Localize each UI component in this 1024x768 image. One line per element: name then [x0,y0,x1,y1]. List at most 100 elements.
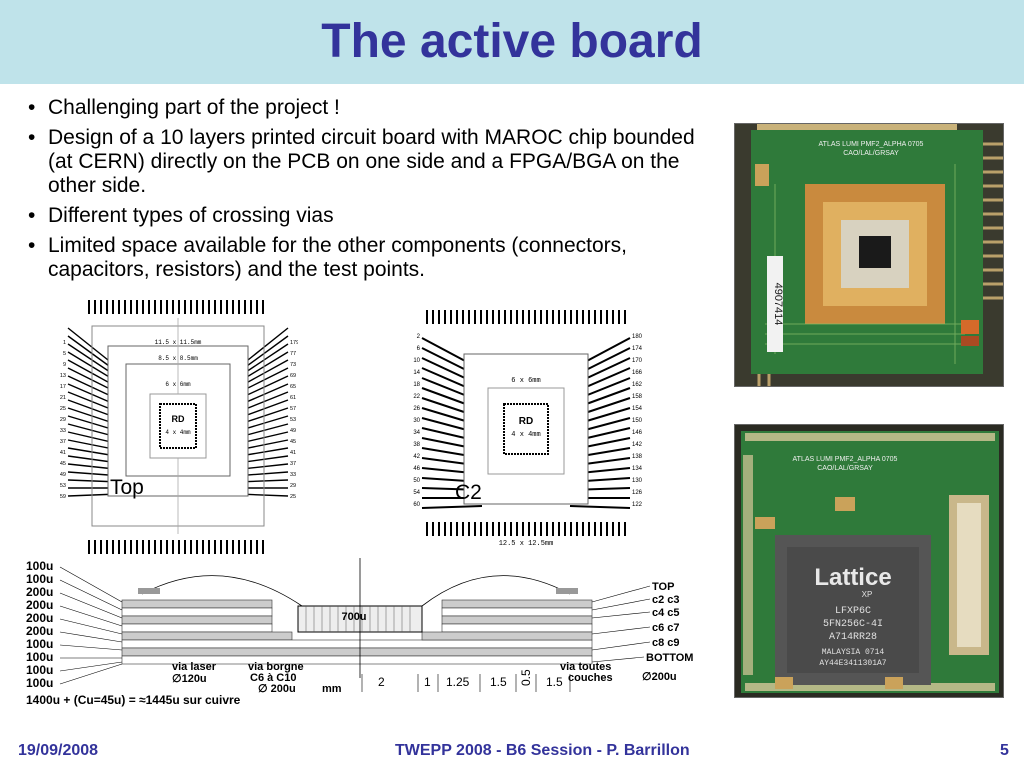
pin-number: 180 [632,334,643,340]
pin-number: 13 [60,373,66,379]
dimension-value: 1.25 [446,675,470,689]
pin-number: 21 [60,395,66,401]
pin-number: 18 [413,382,420,388]
dimension-value: 1 [424,675,431,689]
pin-number: 38 [413,442,420,448]
silkscreen-text: CAO/LAL/GRSAY [817,465,873,472]
via-toutes-layers: couches [568,672,613,684]
layout-diagram-top: 11.5 x 11.5mm 8.5 x 8.5mm 6 x 6mm RD 4 x… [58,298,298,556]
die-label: RD [519,416,533,427]
layer-thickness-label: 100u [26,676,53,690]
dimension-value: 0.5 [519,669,533,686]
pin-number: 37 [290,461,296,467]
pin-number: 6 [417,346,421,352]
via-borgne-label: via borgne [248,661,304,673]
pin-number: 41 [290,450,296,456]
via-toutes-size: ∅200u [642,671,677,683]
dimension-label: 6 x 6mm [165,381,191,388]
silkscreen-text: CAO/LAL/GRSAY [843,150,899,157]
pin-number: 49 [290,428,296,434]
pin-number: 174 [632,346,643,352]
pin-number: 29 [60,417,66,423]
pin-number: 33 [60,428,66,434]
cavity-label: 700u [341,611,366,623]
layer-thickness-label: 100u [26,663,53,677]
chip-marking: 5FN256C-4I [823,619,883,630]
footer-date: 19/09/2008 [18,742,99,759]
layer-name-label: c8 c9 [652,637,680,649]
pin-number: 122 [632,502,643,508]
chip-marking: A714RR28 [829,632,877,643]
pin-number: 65 [290,384,296,390]
pin-number: 146 [632,430,643,436]
via-laser-label: via laser [172,661,217,673]
pin-number: 150 [632,418,643,424]
pin-number: 10 [413,358,420,364]
dimension-label: 6 x 6mm [511,377,540,385]
dimension-label: 8.5 x 8.5mm [158,355,198,362]
board-photo-maroc-side: 4907414 ATLAS LUMI PMF2_ALPHA 0705 CAO/L… [734,123,1004,387]
side-label: 4907414 [772,283,784,326]
diagram-caption-c2: C2 [455,481,482,504]
via-borgne-size: ∅ 200u [258,683,296,695]
pin-number: 42 [413,454,420,460]
silkscreen-text: ATLAS LUMI PMF2_ALPHA 0705 [819,141,924,148]
pin-number: 37 [60,439,66,445]
layer-thickness-label: 100u [26,650,53,664]
pin-number: 138 [632,454,643,460]
chip-marking: MALAYSIA 0714 [822,648,885,657]
layer-thickness-label: 100u [26,637,53,651]
layer-name-label: c6 c7 [652,622,680,634]
pin-number: 54 [413,490,420,496]
die-size-label: 4 x 4mm [165,429,191,436]
bullet-item: Limited space available for the other co… [26,234,706,282]
via-borgne-layers: C6 à C10 [250,672,296,684]
dimension-value: 1.5 [546,675,563,689]
chip-brand: Lattice [814,564,891,591]
pin-number: 33 [290,472,296,478]
silkscreen-text: ATLAS LUMI PMF2_ALPHA 0705 [793,456,898,463]
chip-marking: LFXP6C [835,606,871,617]
pin-number: 17 [60,384,66,390]
slide-title: The active board [321,15,703,68]
title-bar: The active board [0,0,1024,84]
pin-number: 49 [60,472,66,478]
footer-event: TWEPP 2008 - B6 Session - P. Barrillon [395,742,690,759]
pin-number: 57 [290,406,296,412]
diagram-caption-top: Top [110,476,144,499]
board-photo-fpga-side: ATLAS LUMI PMF2_ALPHA 0705 CAO/LAL/GRSAY… [734,424,1004,698]
pin-number: 179 [290,340,298,346]
pin-number: 142 [632,442,643,448]
pin-number: 5 [63,351,66,357]
pin-number: 50 [413,478,420,484]
pin-number: 34 [413,430,420,436]
pin-number: 53 [290,417,296,423]
pin-number: 59 [60,494,66,500]
dimension-value: 1.5 [490,675,507,689]
layer-thickness-label: 100u [26,572,53,586]
pin-number: 158 [632,394,643,400]
bullet-item: Challenging part of the project ! [26,96,706,120]
pin-number: 130 [632,478,643,484]
dimension-label: 12.5 x 12.5mm [499,540,554,548]
pin-number: 170 [632,358,643,364]
layer-thickness-label: 200u [26,585,53,599]
pin-number: 126 [632,490,643,496]
via-toutes-label: via toutes [560,661,611,673]
bullet-list: Challenging part of the project ! Design… [26,96,706,288]
layer-thickness-label: 100u [26,559,53,573]
pin-number: 134 [632,466,643,472]
layer-name-label: TOP [652,581,674,593]
stackup-total: 1400u + (Cu=45u) = ≈1445u sur cuivre [26,693,241,707]
pin-number: 25 [60,406,66,412]
pin-number: 29 [290,483,296,489]
pin-number: 30 [413,418,420,424]
pin-number: 41 [60,450,66,456]
layer-name-label: c4 c5 [652,607,680,619]
pin-number: 77 [290,351,296,357]
pin-number: 61 [290,395,296,401]
dimension-label: 11.5 x 11.5mm [155,339,202,346]
pin-number: 2 [417,334,421,340]
bullet-item: Design of a 10 layers printed circuit bo… [26,126,706,198]
